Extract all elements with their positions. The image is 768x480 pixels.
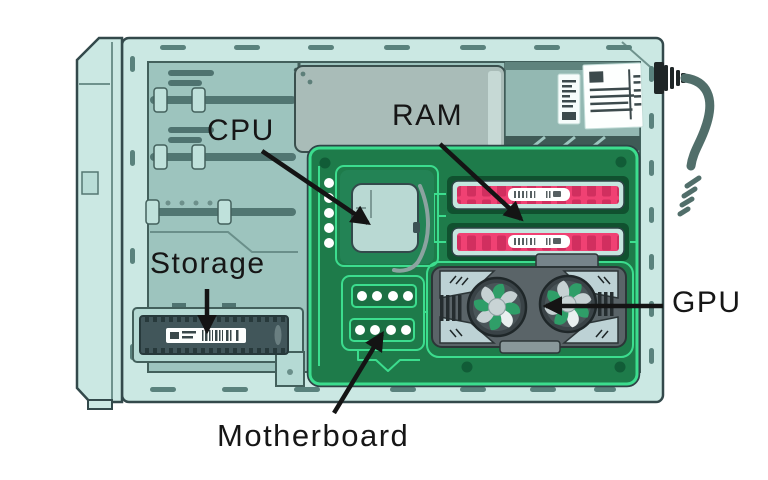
- ram-label-1: [514, 191, 561, 198]
- front-panel-button: [81, 171, 99, 195]
- storage-drive: [132, 303, 305, 387]
- label-gpu: GPU: [672, 286, 742, 319]
- label-storage: Storage: [150, 247, 266, 280]
- drive-label: [166, 328, 246, 343]
- slot-dashes-right: [649, 66, 654, 364]
- label-cpu: CPU: [207, 114, 275, 147]
- gpu-dual-fan: [431, 253, 627, 354]
- power-cable: [654, 62, 715, 217]
- label-motherboard: Motherboard: [217, 418, 410, 453]
- vent-dashes-bottom: [150, 387, 616, 392]
- ram-sticks: [447, 176, 629, 261]
- annotation-arrows: [197, 142, 663, 415]
- cpu-socket: [324, 170, 434, 273]
- drive-bay-rails: [145, 62, 305, 253]
- power-plug: [654, 62, 686, 94]
- barcode-sticker: [557, 73, 581, 125]
- motherboard-arrow: [332, 330, 384, 415]
- pcb-traces: [318, 165, 637, 372]
- ram-label-2: [514, 238, 561, 245]
- label-ram: RAM: [392, 99, 464, 132]
- motherboard-pcb: [306, 144, 641, 388]
- sticker-compartment: [504, 61, 644, 151]
- ram-arrow: [438, 142, 524, 222]
- vent-dashes-top: [160, 45, 632, 50]
- case-foot: [87, 399, 113, 410]
- gpu-fan-left: [466, 276, 528, 338]
- cpu-arrow: [260, 149, 371, 226]
- mobo-screws: [319, 156, 627, 373]
- front-panel: [75, 36, 124, 404]
- cpu-retention-arm: [392, 184, 430, 273]
- spec-sticker: [582, 62, 644, 130]
